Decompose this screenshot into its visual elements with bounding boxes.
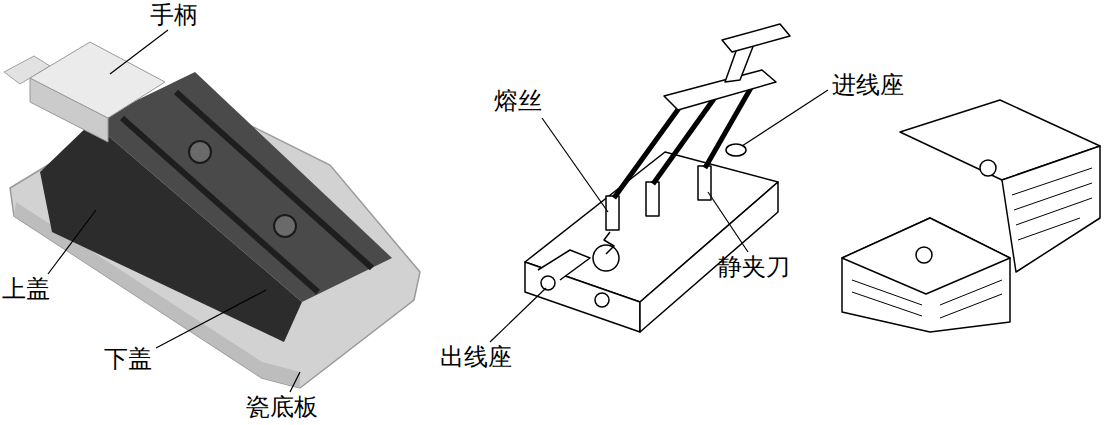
cover-screw [916,247,932,263]
closed-switch-photo [4,42,420,388]
base-recess [593,245,619,271]
outlet-screw [595,293,609,307]
leader-line [156,290,266,348]
leader-line [542,118,608,212]
leader-lines [48,30,828,392]
part-label: 手柄 [150,2,198,28]
outlet-seat [538,250,590,280]
part-label: 静夹刀 [718,254,790,280]
hatching [852,168,1092,318]
cover-slot [176,92,372,268]
cover-side [1002,146,1100,272]
part-label: 上盖 [2,276,50,302]
part-label: 熔丝 [494,88,542,114]
handle-grip [722,24,790,52]
upper-cover [92,72,392,302]
part-label: 出线座 [440,344,512,370]
handle-top [30,42,165,118]
fuse-wire [604,232,614,254]
leader-line [290,372,300,392]
static-jaw [698,166,711,200]
cover-lower-top [842,218,1010,294]
cover-lower [842,218,1010,332]
cover-screw [274,215,296,237]
static-jaw [646,182,659,216]
cover-screw [980,160,996,176]
base-front [525,262,640,332]
leader-line [742,90,828,146]
part-label: 瓷底板 [246,394,318,420]
leader-line [110,30,168,74]
blade [653,96,716,184]
blade [614,104,682,198]
static-jaw [606,196,619,230]
leader-line [708,192,748,252]
cover-drawing [842,100,1100,332]
open-switch-drawing [525,24,790,332]
cover-slot [122,118,318,292]
cover-screw [189,141,211,163]
outlet-screw [541,276,555,290]
handle-bar [664,70,776,110]
part-label: 进线座 [832,72,904,98]
part-label: 下盖 [104,346,152,372]
leader-line [490,288,546,342]
leader-line [48,210,96,274]
